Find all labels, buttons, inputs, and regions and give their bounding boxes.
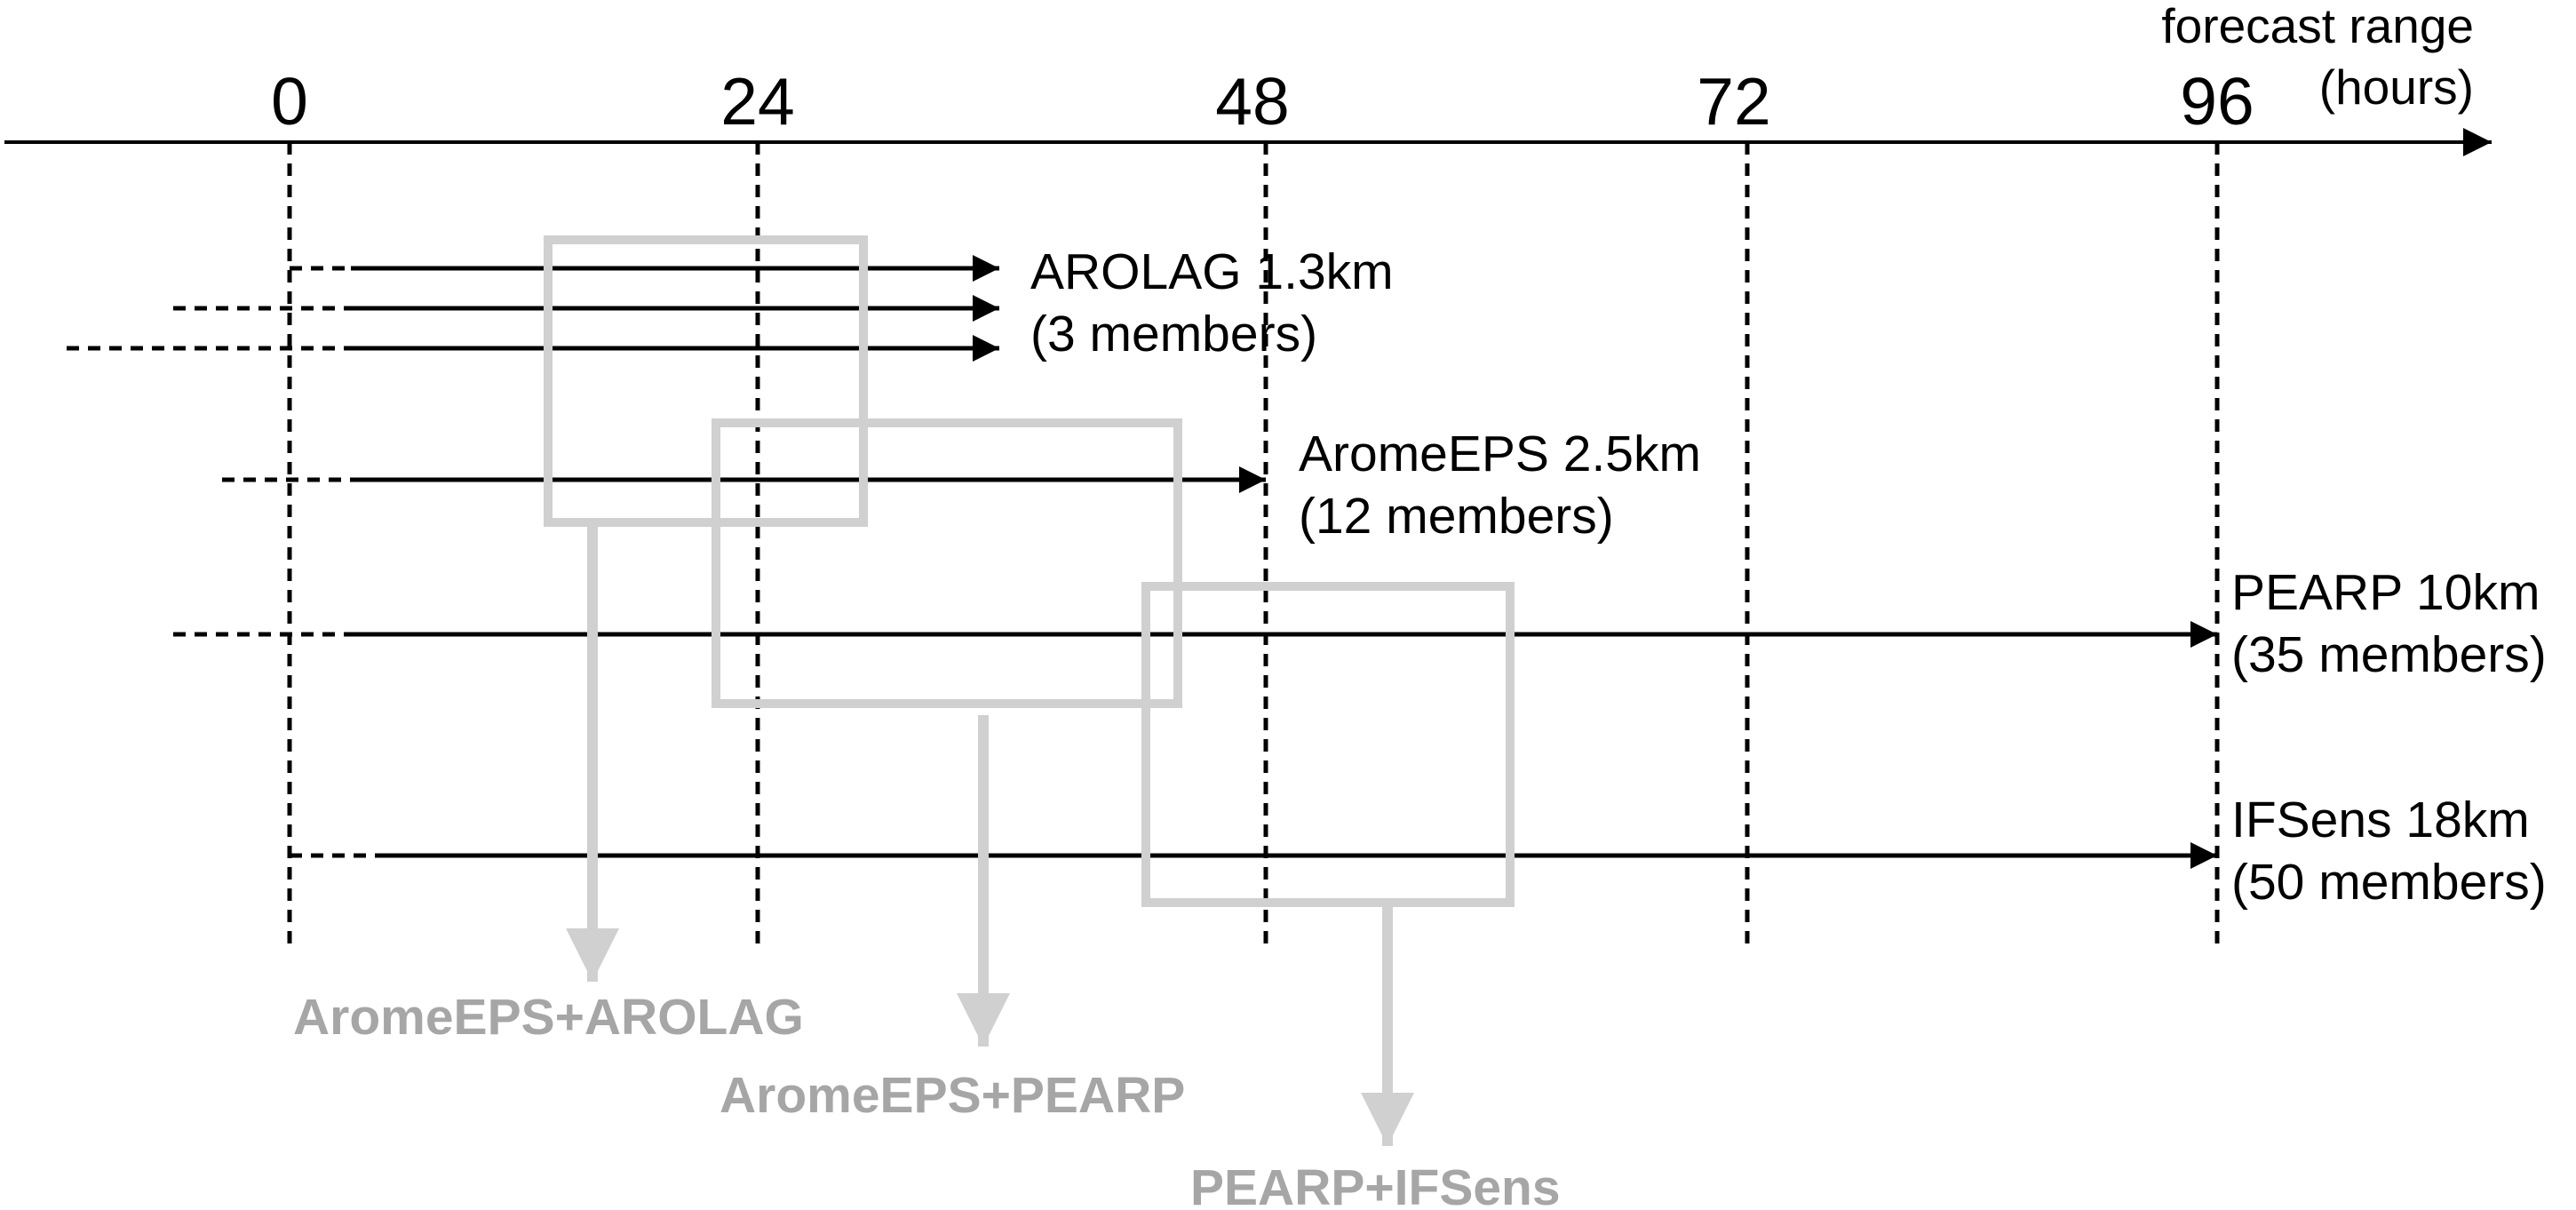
combo-label-aromeeps-pearp: AromeEPS+PEARP [720,1067,1185,1124]
tick-label-96: 96 [2180,64,2254,139]
model-label-arolag: AROLAG 1.3km [1030,243,1394,300]
tick-label-48: 48 [1215,64,1289,139]
combo-box-aromeeps-pearp [712,418,1182,708]
combination-arrows [566,524,1414,1146]
model-label-aromeeps: AromeEPS 2.5km [1299,426,1701,482]
model-label-pearp: PEARP 10km [2231,564,2540,621]
axis-title-line1: forecast range [2161,0,2474,53]
combination-boxes [544,235,1515,907]
model-members-ifsens: (50 members) [2231,854,2547,911]
model-timelines [67,255,2217,869]
model-members-pearp: (35 members) [2231,626,2547,683]
tick-label-24: 24 [720,64,794,139]
tick-label-0: 0 [271,64,308,139]
reference-lines [287,142,2220,951]
combo-box-pearp-ifsens [1141,582,1515,907]
tick-label-72: 72 [1697,64,1770,139]
model-members-aromeeps: (12 members) [1299,488,1614,545]
combo-label-aromeeps-arolag: AromeEPS+AROLAG [293,989,804,1046]
axis-title-line2: (hours) [2319,60,2474,115]
model-members-arolag: (3 members) [1030,306,1317,362]
combo-box-aromeeps-arolag [544,235,868,527]
combo-label-pearp-ifsens: PEARP+IFSens [1190,1159,1561,1210]
model-label-ifsens: IFSens 18km [2231,792,2530,848]
